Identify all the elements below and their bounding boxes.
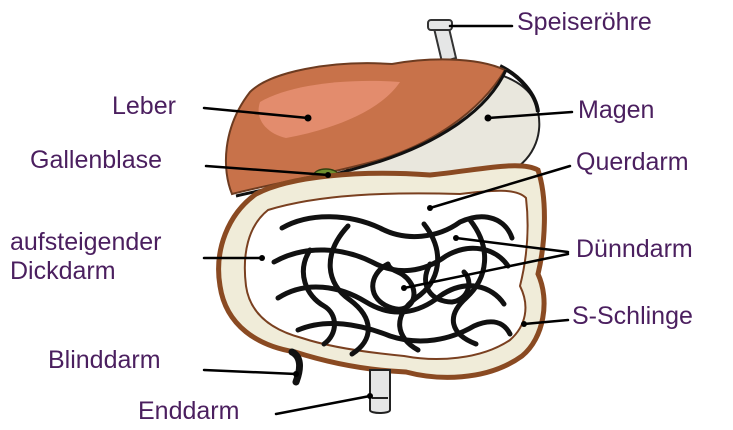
label-gallenblase: Gallenblase: [30, 146, 162, 175]
pointer-dot-querdarm: [427, 205, 433, 211]
label-speiseroehre: Speiseröhre: [517, 8, 652, 37]
label-magen: Magen: [578, 96, 654, 125]
pointer-dot-magen: [485, 115, 492, 122]
leader-line-blinddarm: [204, 370, 296, 374]
pointer-dot-aufsteigender-dickdarm: [259, 255, 265, 261]
rectum-shape: [370, 370, 390, 413]
pointer-dot-enddarm: [367, 393, 373, 399]
label-querdarm: Querdarm: [576, 148, 689, 177]
pointer-dot-duenndarm-1: [453, 235, 459, 241]
pointer-dot-blinddarm: [293, 371, 299, 377]
label-enddarm: Enddarm: [138, 397, 239, 426]
pointer-dot-gallenblase: [325, 172, 331, 178]
leader-line-enddarm: [276, 396, 370, 414]
label-leber: Leber: [112, 92, 176, 121]
appendix-shape: [292, 352, 299, 382]
pointer-dot-s-schlinge: [521, 321, 527, 327]
pointer-dot-duenndarm-2: [401, 285, 407, 291]
label-blinddarm: Blinddarm: [48, 346, 161, 375]
label-duenndarm: Dünndarm: [576, 235, 693, 264]
label-aufsteigender-dickdarm: aufsteigender Dickdarm: [10, 228, 162, 286]
label-s-schlinge: S-Schlinge: [572, 302, 693, 331]
pointer-dot-leber: [305, 115, 312, 122]
